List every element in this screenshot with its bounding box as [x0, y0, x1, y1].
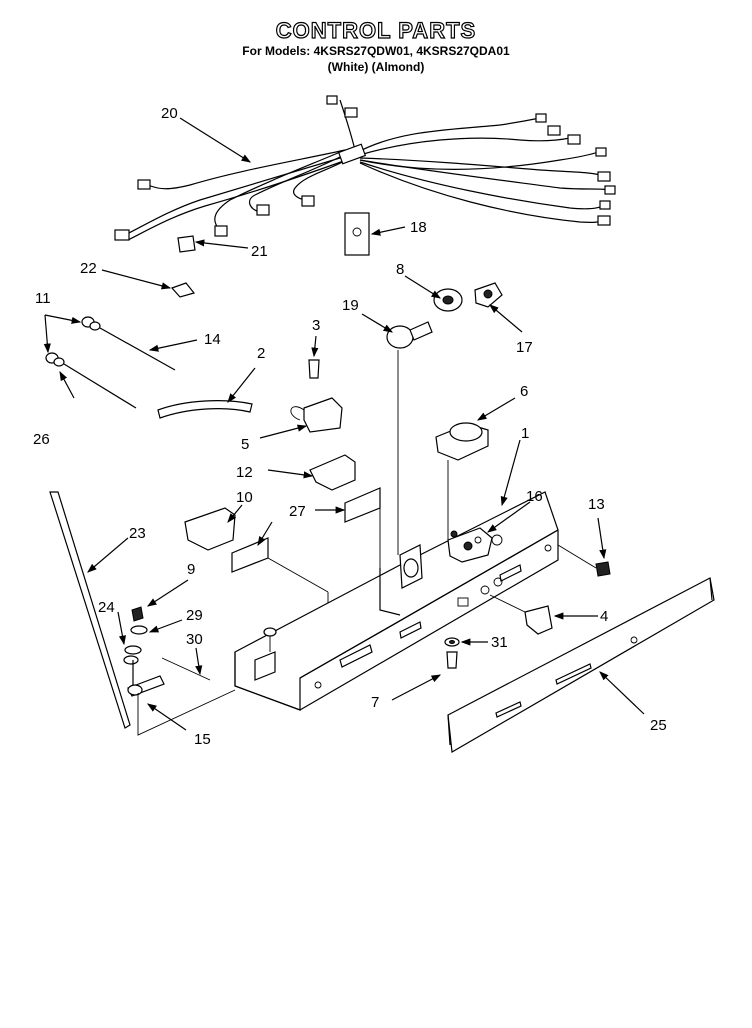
fastener-31	[444, 637, 460, 669]
callout-15: 15	[194, 731, 211, 748]
callout-24: 24	[98, 599, 115, 616]
wiring-harness	[114, 95, 616, 241]
thermostat	[435, 422, 489, 540]
label-27a	[344, 487, 381, 523]
wire-clip	[177, 235, 196, 253]
diagram-title: CONTROL PARTS	[275, 17, 477, 43]
callout-1: 1	[521, 425, 529, 442]
callout-31: 31	[491, 634, 508, 651]
callout-14: 14	[204, 331, 221, 348]
bracket-12	[309, 454, 356, 491]
callout-11: 11	[35, 290, 51, 307]
control-housing	[234, 491, 559, 711]
callout-6: 6	[520, 383, 528, 400]
rod-23	[49, 491, 131, 729]
model-colors: (White) (Almond)	[327, 60, 425, 74]
callout-13: 13	[588, 496, 605, 513]
callout-17: 17	[516, 339, 533, 356]
control-panel	[447, 577, 715, 753]
label-27b	[231, 537, 269, 573]
bracket-10	[184, 507, 236, 551]
callout-16: 16	[526, 488, 543, 505]
part-4	[524, 605, 553, 635]
callout-3: 3	[312, 317, 320, 334]
callout-26: 26	[33, 431, 50, 448]
callout-2: 2	[257, 345, 265, 362]
callout-27: 27	[289, 503, 306, 520]
callout-9: 9	[187, 561, 195, 578]
callout-18: 18	[410, 219, 427, 236]
light-switch	[290, 359, 343, 433]
callout-23: 23	[129, 525, 146, 542]
callout-12: 12	[236, 464, 253, 481]
callout-8: 8	[396, 261, 404, 278]
callout-4: 4	[600, 608, 608, 625]
tube	[157, 400, 253, 419]
sensor-rods	[45, 316, 176, 409]
callout-21: 21	[251, 243, 268, 260]
callout-29: 29	[186, 607, 203, 624]
callout-19: 19	[342, 297, 359, 314]
callout-20: 20	[161, 105, 178, 122]
model-numbers: For Models: 4KSRS27QDW01, 4KSRS27QDA01	[242, 44, 510, 58]
screw-13	[595, 561, 611, 577]
callout-22: 22	[80, 260, 97, 277]
callout-25: 25	[650, 717, 667, 734]
callout-7: 7	[371, 694, 379, 711]
callout-5: 5	[241, 436, 249, 453]
wire-tie	[170, 282, 196, 298]
callout-30: 30	[186, 631, 203, 648]
fastener-stack	[123, 606, 236, 736]
insulation-plate	[344, 212, 370, 256]
light-bulb	[386, 321, 433, 555]
callout-10: 10	[236, 489, 253, 506]
leader-arrows	[43, 117, 645, 731]
callout-labels: 20 18 21 22 8 11 19 3 14 17 2 6 1 26 5 1…	[33, 105, 667, 748]
